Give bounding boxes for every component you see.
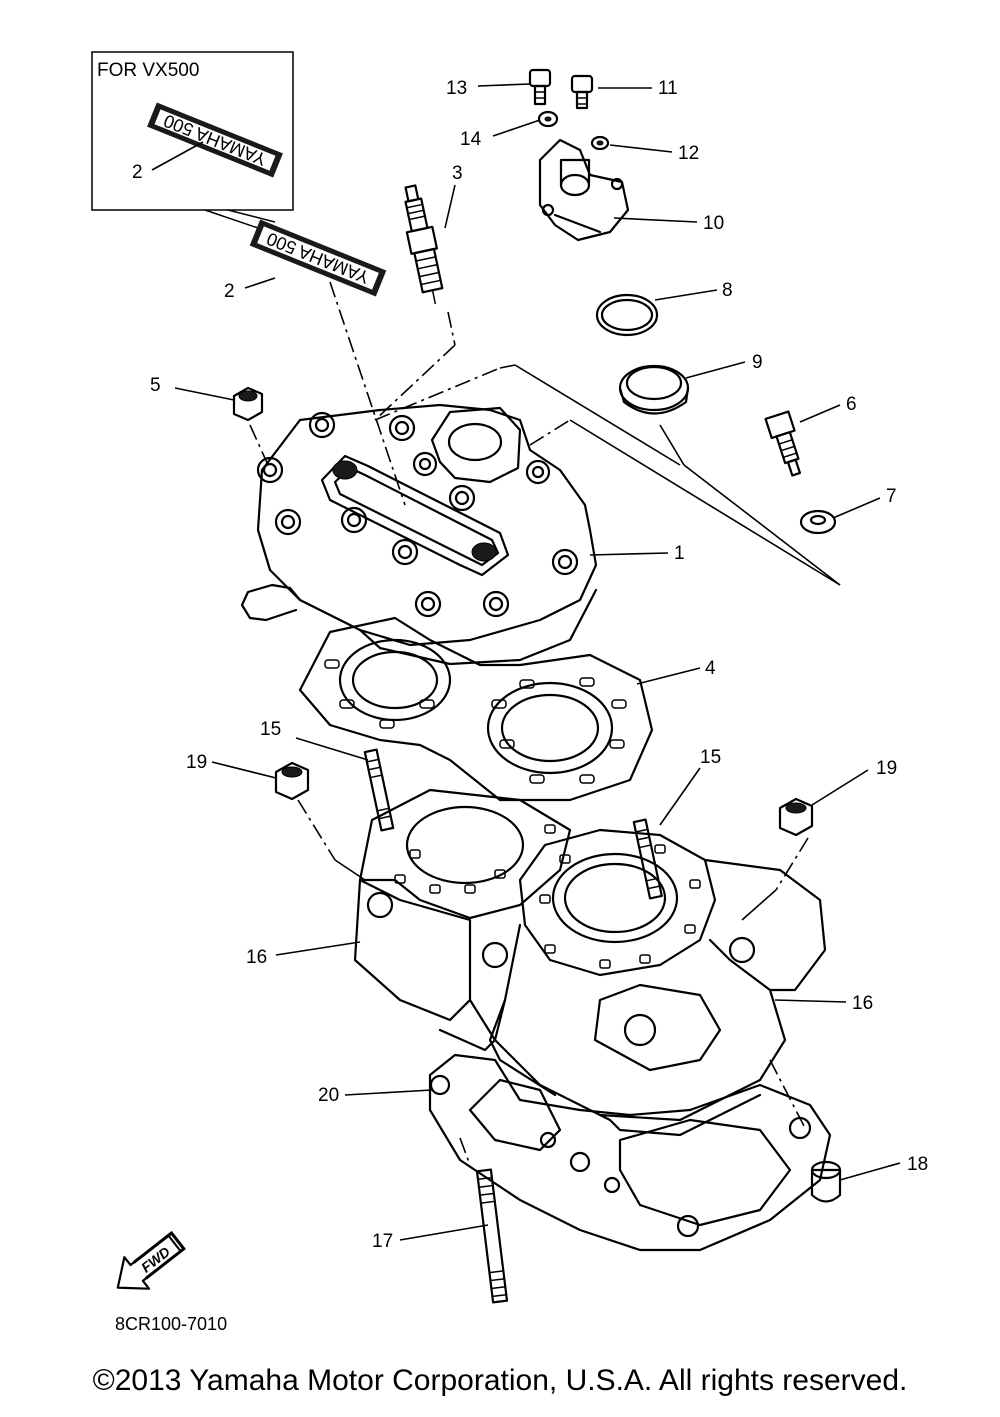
callout-15-left: 15 bbox=[260, 719, 281, 740]
callout-1: 1 bbox=[674, 543, 685, 564]
callout-16-right: 16 bbox=[852, 993, 873, 1014]
callout-20: 20 bbox=[318, 1085, 339, 1106]
callout-3: 3 bbox=[452, 163, 463, 184]
decal-text: YAMAHA 500 bbox=[264, 228, 372, 287]
callout-7: 7 bbox=[886, 486, 897, 507]
callout-18: 18 bbox=[907, 1154, 928, 1175]
washer-12 bbox=[590, 135, 610, 151]
dowel-18 bbox=[810, 1160, 842, 1203]
callout-17: 17 bbox=[372, 1231, 393, 1252]
callout-15-right: 15 bbox=[700, 747, 721, 768]
washer-14 bbox=[537, 110, 559, 128]
callout-9: 9 bbox=[752, 352, 763, 373]
callout-13: 13 bbox=[446, 78, 467, 99]
stud-15-left bbox=[363, 748, 395, 832]
callout-labels: 13 11 14 12 3 10 2 2 8 9 5 6 7 1 4 15 15… bbox=[132, 78, 928, 1252]
diagram-code: 8CR100-7010 bbox=[115, 1314, 227, 1334]
temp-sensor bbox=[764, 410, 802, 477]
callout-19-right: 19 bbox=[876, 758, 897, 779]
callout-4: 4 bbox=[705, 658, 716, 679]
cylinder-left bbox=[353, 788, 572, 1052]
callout-8: 8 bbox=[722, 280, 733, 301]
leader-lines bbox=[174, 83, 901, 1241]
vx500-inset: FOR VX500 YAMAHA 500 bbox=[91, 51, 294, 229]
stud-17 bbox=[475, 1168, 509, 1304]
inset-decal: YAMAHA 500 bbox=[147, 102, 283, 178]
seal-9 bbox=[618, 364, 690, 415]
callout-16-left: 16 bbox=[246, 947, 267, 968]
base-gasket bbox=[428, 1053, 832, 1252]
inset-title: FOR VX500 bbox=[97, 60, 199, 81]
cylinder-right bbox=[488, 828, 827, 1137]
copyright-notice: ©2013 Yamaha Motor Corporation, U.S.A. A… bbox=[92, 1364, 908, 1397]
callout-12: 12 bbox=[678, 143, 699, 164]
thermostat-cover bbox=[538, 138, 630, 242]
fwd-arrow-icon: FWD bbox=[116, 1230, 186, 1290]
head-gasket bbox=[298, 616, 654, 802]
o-ring-8 bbox=[595, 293, 659, 337]
callout-6: 6 bbox=[846, 394, 857, 415]
nut-5 bbox=[232, 386, 264, 422]
callout-2: 2 bbox=[224, 281, 235, 302]
nut-19-left bbox=[274, 761, 310, 801]
callout-2-inset: 2 bbox=[132, 162, 143, 183]
inset-decal-text: YAMAHA 500 bbox=[161, 110, 269, 169]
bolt-11 bbox=[570, 74, 594, 110]
stud-15-right bbox=[632, 818, 663, 900]
decal-part: YAMAHA 500 bbox=[249, 219, 387, 297]
bolt-13 bbox=[528, 68, 552, 106]
spark-plug bbox=[404, 184, 444, 305]
callout-11: 11 bbox=[658, 78, 678, 99]
washer-7 bbox=[799, 509, 837, 535]
cylinder-head bbox=[240, 403, 598, 666]
callout-5: 5 bbox=[150, 375, 161, 396]
callout-14: 14 bbox=[460, 129, 482, 150]
callout-10: 10 bbox=[703, 213, 724, 234]
callout-19-left: 19 bbox=[186, 752, 207, 773]
nut-19-right bbox=[778, 797, 814, 837]
